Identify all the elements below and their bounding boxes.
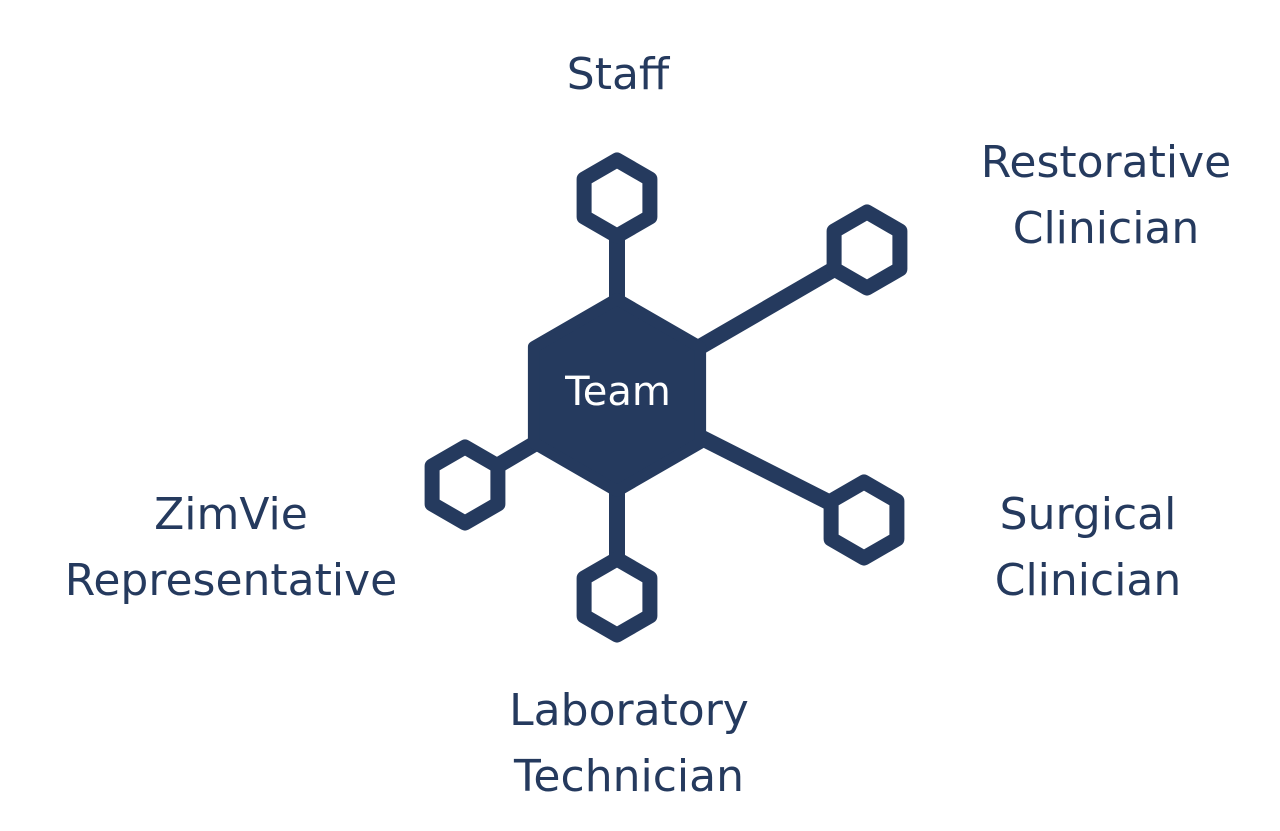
node-label-line: Clinician (994, 555, 1182, 606)
node-label-line: Restorative (980, 137, 1232, 188)
center-hexagon (527, 293, 707, 497)
node-hexagon-surgical-clinician (823, 474, 905, 566)
node-hexagon-zimvie-representative (424, 439, 506, 531)
node-label-line: Surgical (999, 489, 1177, 540)
node-label-line: Technician (514, 751, 744, 802)
node-label-line: Staff (566, 49, 670, 100)
node-label-staff: Staff (567, 42, 669, 108)
node-hexagon-laboratory-technician (576, 551, 658, 643)
node-label-line: Clinician (1012, 203, 1200, 254)
node-label-line: ZimVie (154, 489, 308, 540)
node-hexagon-restorative-clinician (826, 204, 908, 296)
center-label: Team (565, 369, 671, 415)
node-label-surgical-clinician: Surgical Clinician (995, 482, 1182, 614)
node-label-line: Laboratory (509, 685, 749, 736)
node-label-zimvie-representative: ZimVie Representative (65, 482, 397, 614)
node-label-restorative-clinician: Restorative Clinician (981, 130, 1231, 262)
node-label-laboratory-technician: Laboratory Technician (509, 678, 749, 810)
node-hexagons (424, 152, 908, 643)
node-hexagon-staff (576, 152, 658, 244)
node-label-line: Representative (64, 555, 398, 606)
